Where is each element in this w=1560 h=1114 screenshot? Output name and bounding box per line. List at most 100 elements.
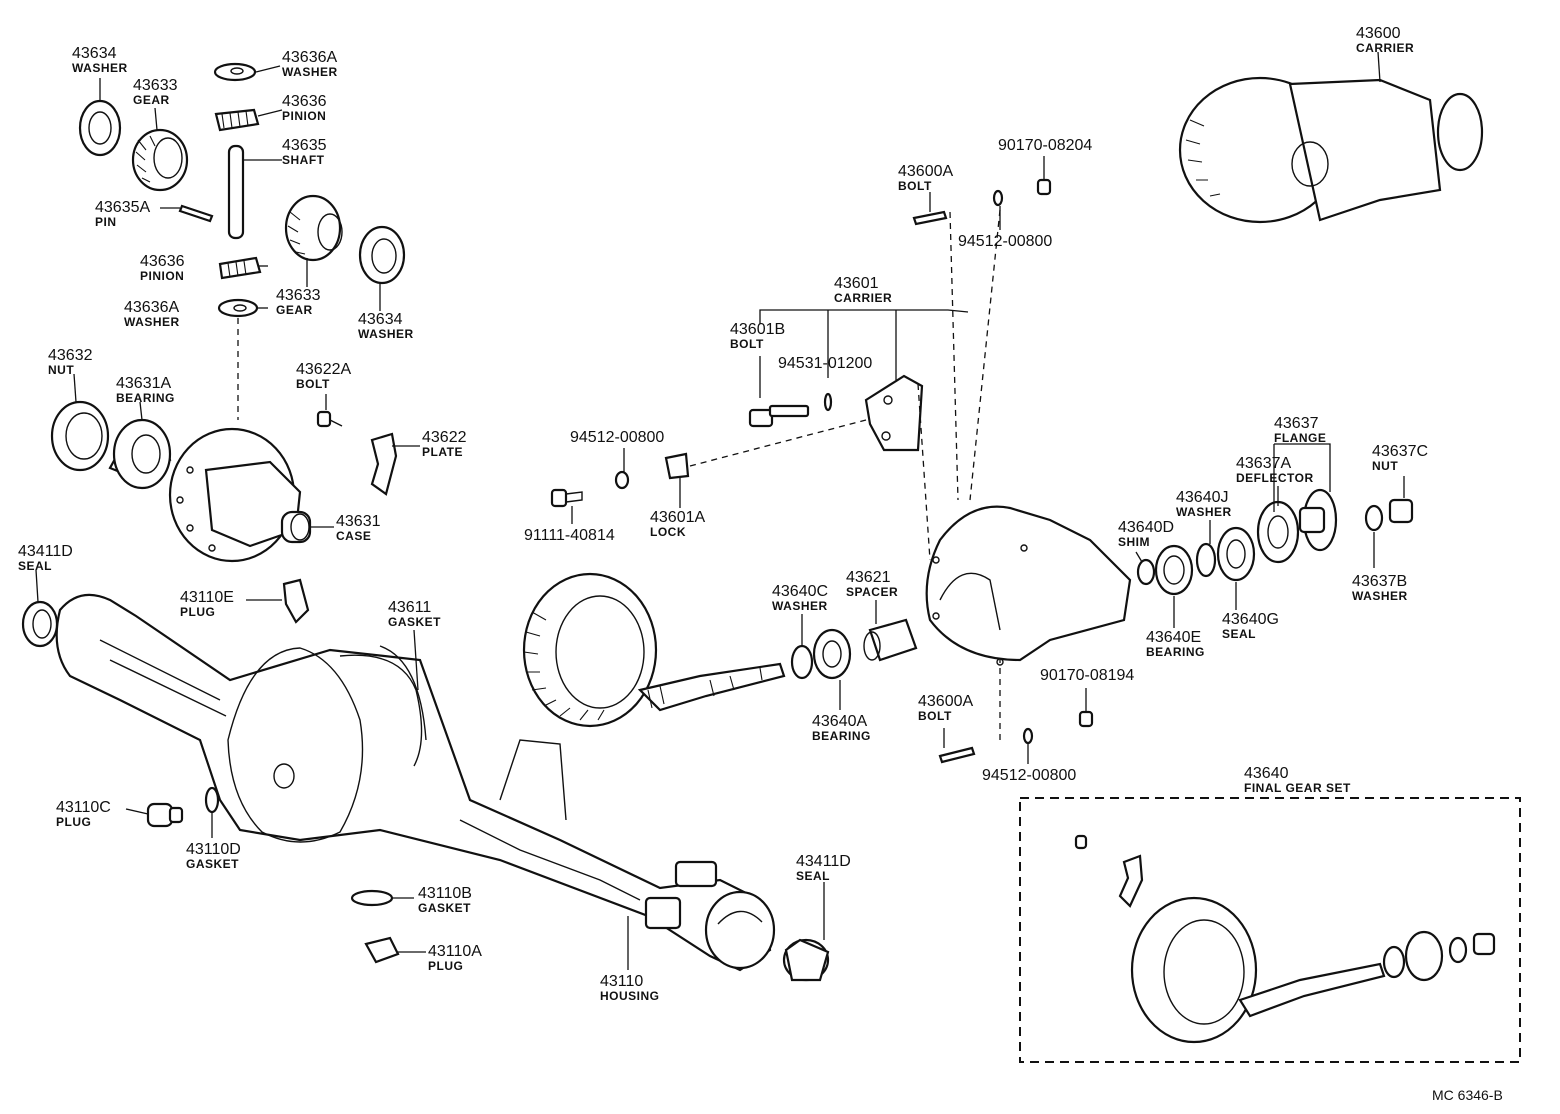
nut-43632 [50, 400, 110, 472]
part-name: GASKET [418, 901, 471, 915]
part-number: 43622A [296, 361, 351, 378]
final-gear-set-box [1019, 797, 1521, 1063]
shaft-43635 [227, 144, 245, 240]
ring-gear [522, 572, 658, 728]
spacer-43621 [863, 618, 918, 662]
part-number: 43635 [282, 137, 327, 154]
nut-90170-08194 [1078, 710, 1094, 728]
plate-43622 [370, 432, 398, 496]
washer-43640J [1195, 542, 1217, 578]
part-label-p90170_08204: 90170-08204 [998, 137, 1092, 154]
pinion-43636-lower [218, 256, 262, 280]
part-name: WASHER [358, 327, 414, 341]
gasket-43110B [350, 889, 394, 907]
part-number: 90170-08204 [998, 137, 1092, 154]
part-number: 43636 [282, 93, 327, 110]
part-name: HOUSING [600, 989, 660, 1003]
washer-43634-left [78, 99, 122, 157]
part-number: 43411D [796, 853, 851, 870]
plug-43110E [282, 578, 310, 624]
part-number: 43637 [1274, 415, 1319, 432]
lockwasher-94531-01200 [823, 392, 833, 412]
part-name: BEARING [1146, 645, 1205, 659]
part-number: 94512-00800 [982, 767, 1076, 784]
bearing-43631A [108, 418, 172, 490]
part-name: NUT [1372, 459, 1398, 473]
seal-43411D-right [782, 938, 830, 982]
part-name: DEFLECTOR [1236, 471, 1314, 485]
part-name: SEAL [18, 559, 52, 573]
bolt-43600A-lower [938, 746, 976, 764]
assembly-line-cap [917, 383, 931, 561]
part-name: FLANGE [1274, 431, 1326, 445]
part-number: 43635A [95, 199, 150, 216]
part-label-p90170_08194: 90170-08194 [1040, 667, 1134, 684]
part-number: 43634 [358, 311, 403, 328]
bearing-cap-43601 [864, 374, 924, 452]
part-name: SEAL [796, 869, 830, 883]
part-number: 94512-00800 [958, 233, 1052, 250]
part-name: SHAFT [282, 153, 325, 167]
part-name: SEAL [1222, 627, 1256, 641]
bearing-43640E [1154, 544, 1194, 596]
part-labels: 43634WASHER43633GEAR43636AWASHER43636PIN… [18, 25, 1428, 1003]
part-name: LOCK [650, 525, 686, 539]
part-name: PLATE [422, 445, 463, 459]
nut-90170-08204 [1036, 178, 1052, 196]
part-number: 43631A [116, 375, 171, 392]
part-number: 43636 [140, 253, 185, 270]
part-name: WASHER [124, 315, 180, 329]
axle-housing-43110 [55, 593, 776, 972]
part-name: BOLT [296, 377, 330, 391]
part-number: 43611 [388, 599, 431, 616]
part-number: 43600 [1356, 25, 1401, 42]
part-number: 43601 [834, 275, 879, 292]
diagram-code: MC 6346-B [1432, 1087, 1503, 1103]
washer-43636A-lower [217, 298, 259, 318]
part-name: CARRIER [834, 291, 892, 305]
part-number: 43110D [186, 841, 241, 858]
assembly-line-bolt-upper [949, 211, 959, 501]
part-number: 43634 [72, 45, 117, 62]
part-number: 43600A [898, 163, 953, 180]
assembly-line-washer-upper [969, 209, 1001, 501]
part-number: 90170-08194 [1040, 667, 1134, 684]
part-number: 43633 [276, 287, 321, 304]
part-name: PLUG [428, 959, 463, 973]
part-name: CASE [336, 529, 371, 543]
part-name: GASKET [186, 857, 239, 871]
part-name: GASKET [388, 615, 441, 629]
part-number: 43110A [428, 943, 482, 960]
part-name: SHIM [1118, 535, 1150, 549]
part-number: 43637A [1236, 455, 1291, 472]
washer-43634-right [358, 225, 406, 285]
part-name: WASHER [1176, 505, 1232, 519]
part-number: 43637C [1372, 443, 1428, 460]
